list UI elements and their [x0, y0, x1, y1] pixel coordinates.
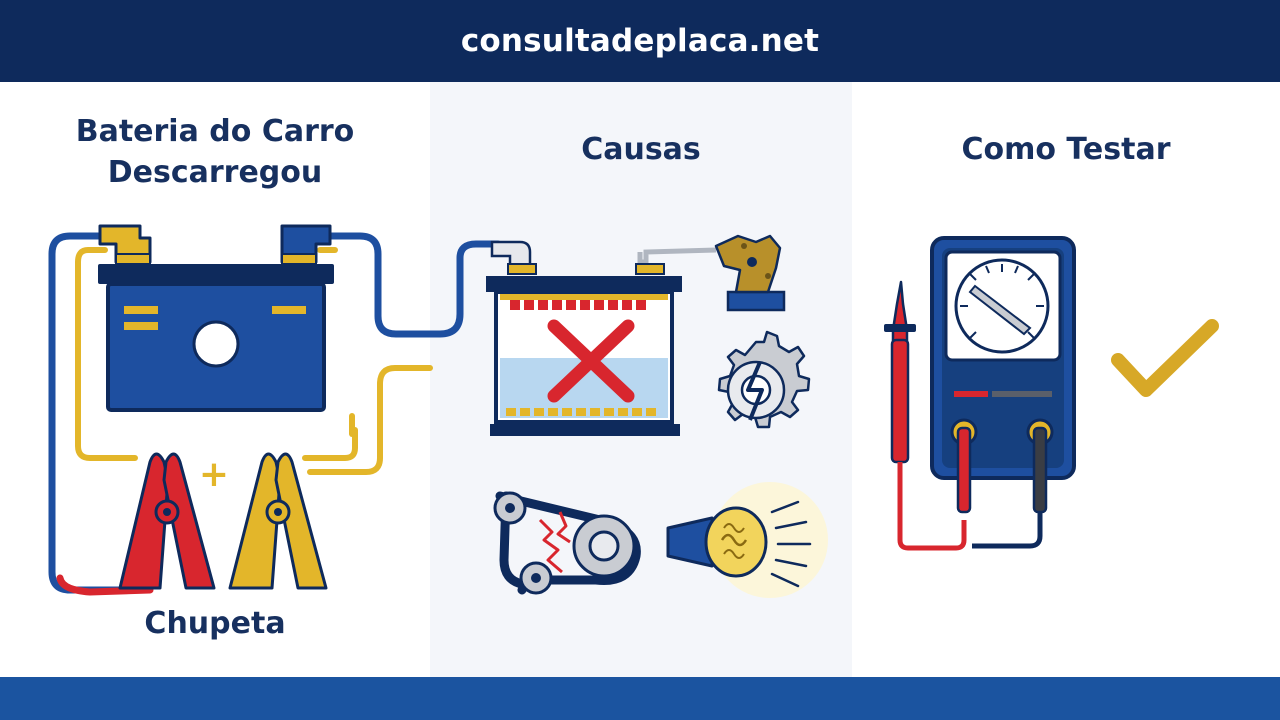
corroded-terminal-icon	[714, 234, 786, 312]
failed-battery-icon	[486, 240, 717, 436]
check-icon	[1111, 319, 1219, 397]
headlight-icon	[666, 482, 828, 598]
jumper-cable-icon	[48, 232, 502, 596]
caption-jump-start: Chupeta	[144, 606, 286, 641]
plus-sign: +	[199, 454, 229, 495]
section-title-how-to-test: Como Testar	[961, 132, 1171, 167]
red-clamp-icon	[118, 452, 216, 590]
battery-icon	[98, 224, 334, 412]
broken-alternator-icon	[717, 330, 811, 429]
gold-clamp-icon	[228, 452, 328, 590]
site-name: consultadeplaca.net	[460, 23, 820, 59]
section-title-battery: Bateria do Carro Descarregou	[0, 112, 430, 193]
section-title-line2: Descarregou	[107, 154, 323, 190]
broken-belt-icon	[493, 491, 641, 595]
multimeter-icon	[884, 236, 1076, 551]
site-footer	[0, 677, 1280, 720]
section-title-causes: Causas	[581, 132, 701, 167]
site-header: consultadeplaca.net	[0, 0, 1280, 82]
section-title-line1: Bateria do Carro	[75, 114, 355, 149]
